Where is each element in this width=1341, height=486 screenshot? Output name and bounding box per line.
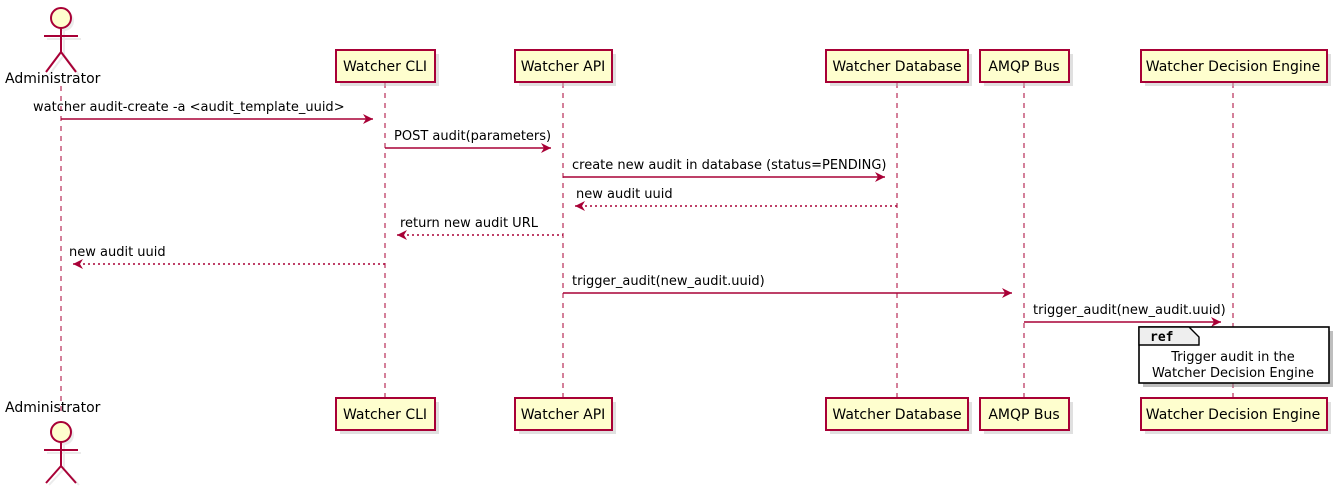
participant-box-watcher-api-bottom[interactable]: Watcher API (514, 397, 616, 434)
actor-head-icon (50, 7, 72, 29)
message-1[interactable]: watcher audit-create -a <audit_template_… (33, 100, 373, 124)
participant-box-rect (979, 397, 1070, 431)
participant-box-watcher-decision-engine-top[interactable]: Watcher Decision Engine (1140, 49, 1331, 86)
participant-label: Watcher Database (832, 407, 961, 423)
participant-box-rect (825, 49, 969, 83)
participant-label: AMQP Bus (988, 407, 1059, 423)
ref-fragment-line-2: Watcher Decision Engine (1152, 366, 1314, 381)
actor-administrator-top[interactable]: Administrator (5, 7, 101, 87)
message-label: new audit uuid (576, 187, 673, 202)
participant-label: Watcher Database (832, 59, 961, 75)
participant-box-rect (979, 49, 1070, 83)
message-2[interactable]: POST audit(parameters) (385, 129, 551, 153)
participant-box-watcher-cli-bottom[interactable]: Watcher CLI (335, 397, 439, 434)
actor-left-leg-line (45, 465, 62, 484)
participant-box-rect (514, 397, 613, 431)
message-label: create new audit in database (status=PEN… (572, 158, 887, 173)
participant-box-watcher-decision-engine-bottom[interactable]: Watcher Decision Engine (1140, 397, 1331, 434)
lifelines-group (60, 83, 1234, 412)
participant-label: AMQP Bus (988, 59, 1059, 75)
message-label: trigger_audit(new_audit.uuid) (1033, 303, 1226, 318)
ref-fragment-line-1: Trigger audit in the (1170, 350, 1295, 365)
ref-fragment[interactable]: ref Trigger audit in the Watcher Decisio… (1138, 326, 1333, 387)
message-7[interactable]: trigger_audit(new_audit.uuid) (563, 274, 1012, 298)
actor-label-top: Administrator (5, 71, 101, 87)
participant-box-rect (514, 49, 613, 83)
message-label: trigger_audit(new_audit.uuid) (572, 274, 765, 289)
participant-box-amqp-bus-top[interactable]: AMQP Bus (979, 49, 1073, 86)
participant-box-watcher-api-top[interactable]: Watcher API (514, 49, 616, 86)
message-label: POST audit(parameters) (394, 129, 551, 144)
ref-fragment-tab (1138, 326, 1200, 346)
participant-box-rect (335, 397, 436, 431)
participant-box-watcher-database-bottom[interactable]: Watcher Database (825, 397, 972, 434)
message-6[interactable]: new audit uuid (69, 245, 385, 269)
actor-administrator-bottom[interactable]: Administrator (5, 400, 101, 486)
participant-box-rect (1140, 49, 1328, 83)
actor-head-icon (50, 421, 72, 443)
participant-box-rect (335, 49, 436, 83)
message-8[interactable]: trigger_audit(new_audit.uuid) (1024, 303, 1226, 327)
participant-box-amqp-bus-bottom[interactable]: AMQP Bus (979, 397, 1073, 434)
actor-label-bottom: Administrator (5, 400, 101, 416)
message-3[interactable]: create new audit in database (status=PEN… (563, 158, 887, 182)
participant-label: Watcher Decision Engine (1146, 407, 1320, 423)
participant-box-watcher-cli-top[interactable]: Watcher CLI (335, 49, 439, 86)
participant-box-rect (825, 397, 969, 431)
participant-box-watcher-database-top[interactable]: Watcher Database (825, 49, 972, 86)
participant-label: Watcher CLI (343, 407, 427, 423)
message-4[interactable]: new audit uuid (575, 187, 897, 211)
participant-label: Watcher API (521, 59, 606, 75)
ref-fragment-tab-label: ref (1150, 330, 1173, 345)
message-label: watcher audit-create -a <audit_template_… (33, 100, 345, 115)
participant-label: Watcher API (521, 407, 606, 423)
message-label: return new audit URL (400, 216, 539, 231)
actor-right-leg-line (60, 51, 77, 73)
actor-right-leg-line (60, 465, 77, 484)
participant-label: Watcher Decision Engine (1146, 59, 1320, 75)
participant-label: Watcher CLI (343, 59, 427, 75)
message-5[interactable]: return new audit URL (397, 216, 563, 240)
message-label: new audit uuid (69, 245, 166, 260)
actor-left-leg-line (45, 51, 62, 73)
participant-box-rect (1140, 397, 1328, 431)
